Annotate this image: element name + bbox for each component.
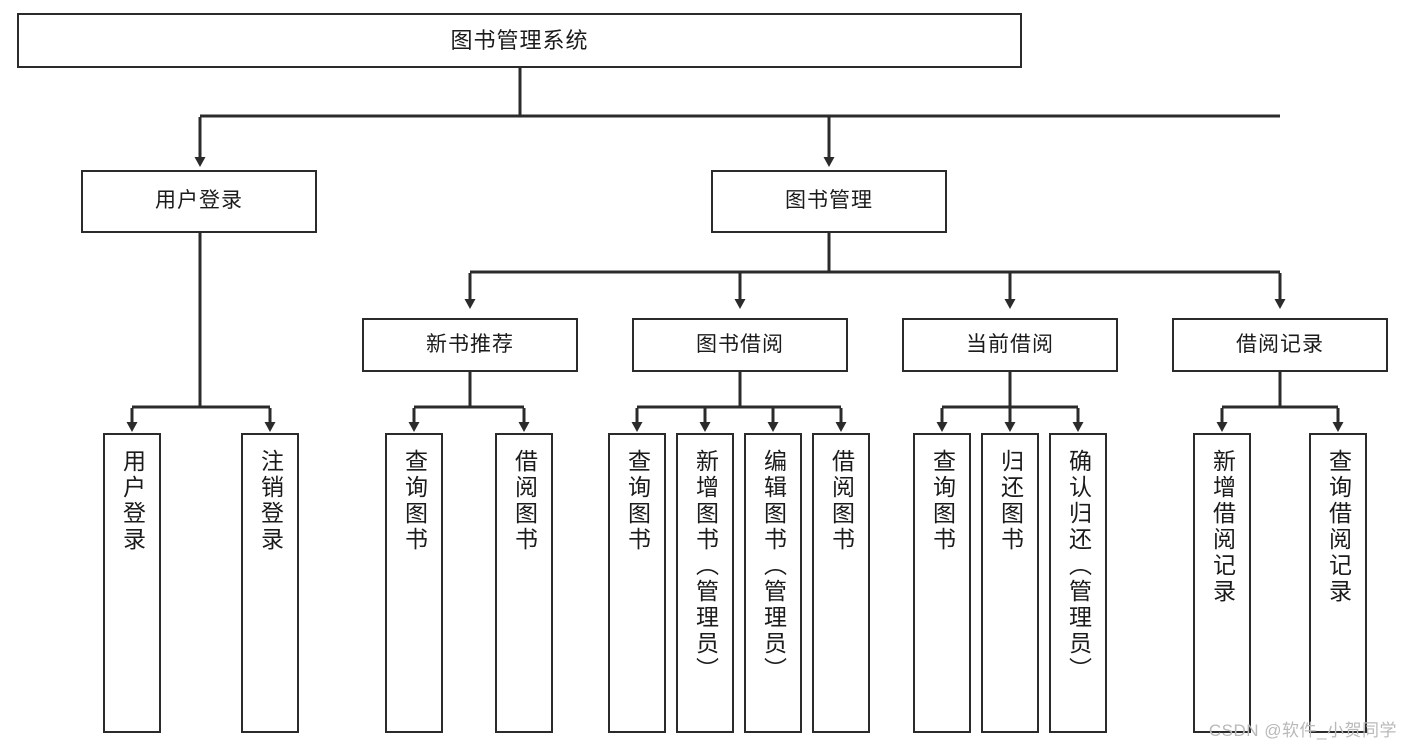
leaf-borrow-book-recommend-label: 借阅图书: [511, 449, 538, 553]
leaf-edit-book-label: 编辑图书（管理员）: [760, 449, 787, 683]
leaf-query-record-label: 查询借阅记录: [1325, 449, 1352, 605]
node-root-label: 图书管理系统: [450, 27, 589, 53]
leaf-query-book-current[interactable]: 查询图书: [913, 433, 971, 733]
leaf-query-book-borrow[interactable]: 查询图书: [608, 433, 666, 733]
node-current-borrow-label: 当前借阅: [966, 332, 1054, 356]
node-book-manage-label: 图书管理: [785, 189, 873, 213]
node-current-borrow[interactable]: 当前借阅: [902, 318, 1118, 372]
leaf-add-book-label: 新增图书（管理员）: [692, 449, 719, 683]
node-root[interactable]: 图书管理系统: [17, 13, 1022, 68]
leaf-add-book[interactable]: 新增图书（管理员）: [676, 433, 734, 733]
node-user-login-label: 用户登录: [155, 189, 243, 213]
leaf-borrow-book[interactable]: 借阅图书: [812, 433, 870, 733]
leaf-add-record-label: 新增借阅记录: [1209, 449, 1236, 605]
leaf-user-login-label: 用户登录: [119, 449, 146, 553]
node-book-borrow-label: 图书借阅: [696, 332, 784, 356]
node-borrow-record-label: 借阅记录: [1236, 332, 1324, 356]
leaf-query-record[interactable]: 查询借阅记录: [1309, 433, 1367, 733]
node-borrow-record[interactable]: 借阅记录: [1172, 318, 1388, 372]
node-book-manage[interactable]: 图书管理: [711, 170, 947, 233]
leaf-query-book-current-label: 查询图书: [929, 449, 956, 553]
leaf-user-login[interactable]: 用户登录: [103, 433, 161, 733]
leaf-logout[interactable]: 注销登录: [241, 433, 299, 733]
leaf-query-book-recommend[interactable]: 查询图书: [385, 433, 443, 733]
leaf-confirm-return-label: 确认归还（管理员）: [1065, 449, 1092, 683]
leaf-logout-label: 注销登录: [257, 449, 284, 553]
node-new-book-recommend[interactable]: 新书推荐: [362, 318, 578, 372]
leaf-return-book[interactable]: 归还图书: [981, 433, 1039, 733]
node-new-book-recommend-label: 新书推荐: [426, 332, 514, 356]
watermark-text: CSDN @软件_小贺同学: [1208, 721, 1397, 740]
leaf-query-book-borrow-label: 查询图书: [624, 449, 651, 553]
leaf-edit-book[interactable]: 编辑图书（管理员）: [744, 433, 802, 733]
leaf-query-book-recommend-label: 查询图书: [401, 449, 428, 553]
leaf-confirm-return[interactable]: 确认归还（管理员）: [1049, 433, 1107, 733]
leaf-add-record[interactable]: 新增借阅记录: [1193, 433, 1251, 733]
node-book-borrow[interactable]: 图书借阅: [632, 318, 848, 372]
leaf-borrow-book-label: 借阅图书: [828, 449, 855, 553]
leaf-return-book-label: 归还图书: [997, 449, 1024, 553]
leaf-borrow-book-recommend[interactable]: 借阅图书: [495, 433, 553, 733]
node-user-login[interactable]: 用户登录: [81, 170, 317, 233]
